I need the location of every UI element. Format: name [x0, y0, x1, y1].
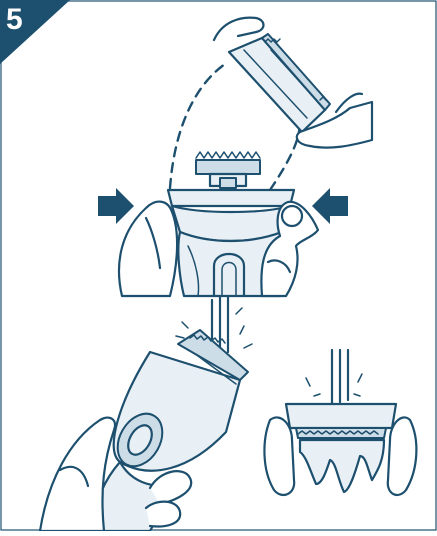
motion-arc-left	[168, 60, 230, 190]
rinse-foil-frame-illustration	[263, 348, 418, 497]
water-splash-right	[305, 373, 363, 397]
water-drip	[298, 438, 386, 494]
left-hand-squeeze	[117, 200, 179, 298]
motion-arc-right	[268, 120, 302, 192]
foil-frame-detached	[227, 33, 331, 134]
arrow-left	[312, 188, 348, 224]
bottom-right-hand-left	[263, 416, 296, 497]
step-number: 5	[6, 3, 23, 36]
bottom-left-hand	[38, 416, 117, 533]
top-hand-finger	[212, 16, 265, 42]
bottom-right-hand-right	[386, 416, 418, 497]
water-splash	[175, 307, 253, 349]
right-hand-squeeze	[260, 200, 320, 298]
step-badge-shape	[0, 0, 70, 64]
arrow-right	[98, 188, 134, 224]
rinse-shaver-head-illustration	[38, 294, 253, 533]
water-stream-right	[330, 348, 350, 406]
detach-foil-frame-illustration	[98, 16, 374, 298]
shaver-top-head	[166, 151, 296, 298]
top-hand-right	[295, 100, 374, 149]
